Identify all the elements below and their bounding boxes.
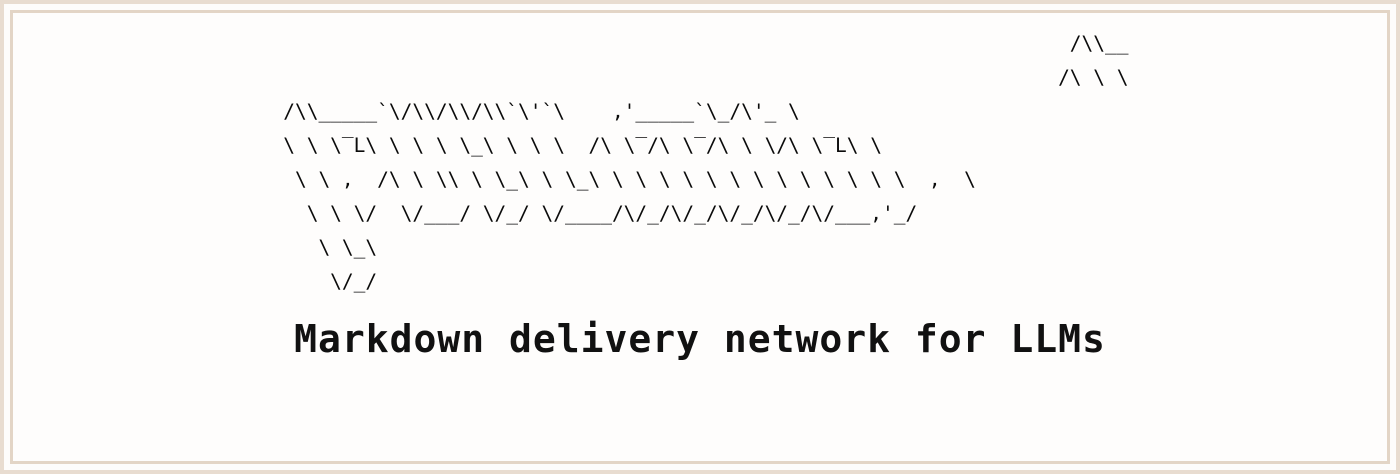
tagline-text: Markdown delivery network for LLMs: [294, 317, 1106, 361]
tagline-region: Markdown delivery network for LLMs: [13, 317, 1387, 361]
banner-inner-frame: /\\__ /\ \ \ /\\_____`\/\\/\\/\\`\'`\ ,'…: [10, 10, 1390, 464]
ascii-art-logo: /\\__ /\ \ \ /\\_____`\/\\/\\/\\`\'`\ ,'…: [283, 32, 1129, 293]
ascii-art-region: /\\__ /\ \ \ /\\_____`\/\\/\\/\\`\'`\ ,'…: [13, 27, 1387, 299]
